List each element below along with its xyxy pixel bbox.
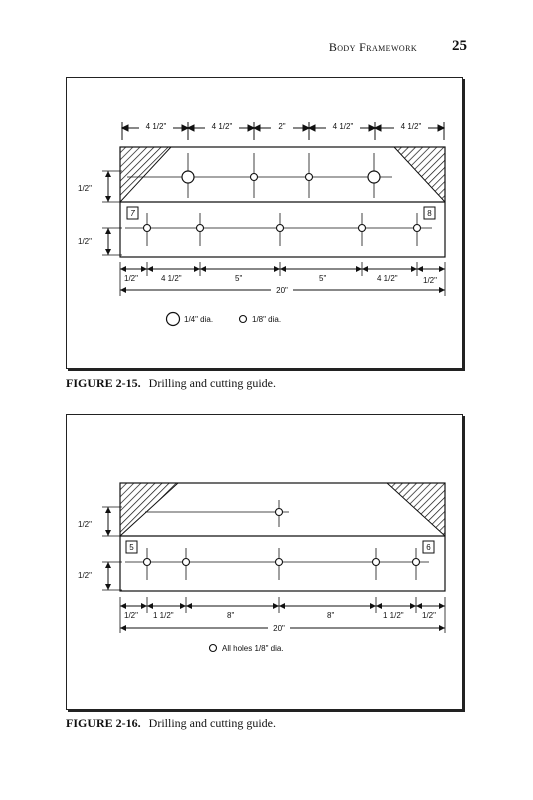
running-head: Body Framework 25 [0,38,533,60]
small-hole [412,223,422,233]
caption-label: FIGURE 2-15. [66,376,141,390]
bottom-dim-4: 5" [319,274,326,283]
bottom-dim-1: 1/2" [124,274,138,283]
large-hole [181,170,195,184]
top-dimension-chain: 4 1/2" 4 1/2" 2" 4 1/2" 4 1/2" [120,121,446,140]
small-hole [142,557,152,567]
legend-small-hole-icon [238,314,248,324]
left-dim-2: 1/2" [78,571,92,580]
left-dim-1: 1/2" [78,184,92,193]
bottom-dimension-chain: 1/2" 1 1/2" 8" 8" 1 1/2" 1/2" 20" [119,597,446,633]
small-hole [274,557,284,567]
drilling-guide-diagram-2: 5 6 1/2" 1/2" [78,482,446,653]
bottom-dim-5: 4 1/2" [377,274,398,283]
bottom-dim-1: 1/2" [124,611,138,620]
top-dim-5: 4 1/2" [401,122,422,131]
bottom-dim-2: 4 1/2" [161,274,182,283]
legend-large-hole-icon [165,311,181,327]
hatched-cutoff-left [119,146,173,204]
bottom-dim-3: 5" [235,274,242,283]
left-dim-1: 1/2" [78,520,92,529]
small-hole [371,557,381,567]
bottom-dim-6: 1/2" [423,276,437,285]
bottom-dim-4: 8" [327,611,334,620]
total-dim: 20" [273,624,285,633]
legend-large-hole-label: 1/4" dia. [184,315,213,324]
small-hole [274,507,284,517]
legend-holes-label: All holes 1/8" dia. [222,644,284,653]
top-dim-4: 4 1/2" [333,122,354,131]
large-hole [367,170,381,184]
section-title: Body Framework [328,40,417,54]
left-dim-2: 1/2" [78,237,92,246]
small-hole [181,557,191,567]
bottom-dim-6: 1/2" [422,611,436,620]
part-label-8: 8 [427,209,432,218]
page-number: 25 [452,38,467,54]
small-hole [357,223,367,233]
part-label-5: 5 [129,543,134,552]
total-dim: 20" [276,286,288,295]
figure-2-16: 5 6 1/2" 1/2" [66,414,463,710]
small-hole [195,223,205,233]
hatched-cutoff-left [119,482,180,538]
part-label-6: 6 [426,543,431,552]
left-dimension-chain: 1/2" 1/2" [78,506,122,591]
workpiece: 7 8 [119,146,446,258]
figure-2-16-caption: FIGURE 2-16. Drilling and cutting guide. [66,716,276,731]
left-dimension-chain: 1/2" 1/2" [78,170,122,256]
caption-text: Drilling and cutting guide. [148,376,276,390]
bottom-dimension-chain: 1/2" 4 1/2" 5" 5" 4 1/2" 1/2" 20" [119,262,446,296]
legend-hole-icon [208,643,218,653]
small-hole [249,172,259,182]
top-dim-2: 4 1/2" [212,122,233,131]
caption-label: FIGURE 2-16. [66,716,141,730]
small-hole [411,557,421,567]
bottom-dim-3: 8" [227,611,234,620]
drilling-guide-diagram-1: 4 1/2" 4 1/2" 2" 4 1/2" 4 1/2" [78,121,446,327]
small-hole [304,172,314,182]
caption-text: Drilling and cutting guide. [148,716,276,730]
top-dim-1: 4 1/2" [146,122,167,131]
figure-2-15-caption: FIGURE 2-15. Drilling and cutting guide. [66,376,276,391]
small-hole [142,223,152,233]
bottom-dim-5: 1 1/2" [383,611,404,620]
workpiece: 5 6 [119,482,446,592]
top-dim-3: 2" [278,122,285,131]
figure-2-15: 4 1/2" 4 1/2" 2" 4 1/2" 4 1/2" [66,77,463,369]
small-hole [275,223,285,233]
hole-legend: 1/4" dia. 1/8" dia. [165,311,281,327]
hatched-cutoff-right [385,482,446,538]
legend-small-hole-label: 1/8" dia. [252,315,281,324]
hatched-cutoff-right [392,146,446,204]
bottom-dim-2: 1 1/2" [153,611,174,620]
part-label-7: 7 [130,209,135,218]
hole-legend: All holes 1/8" dia. [208,643,284,653]
